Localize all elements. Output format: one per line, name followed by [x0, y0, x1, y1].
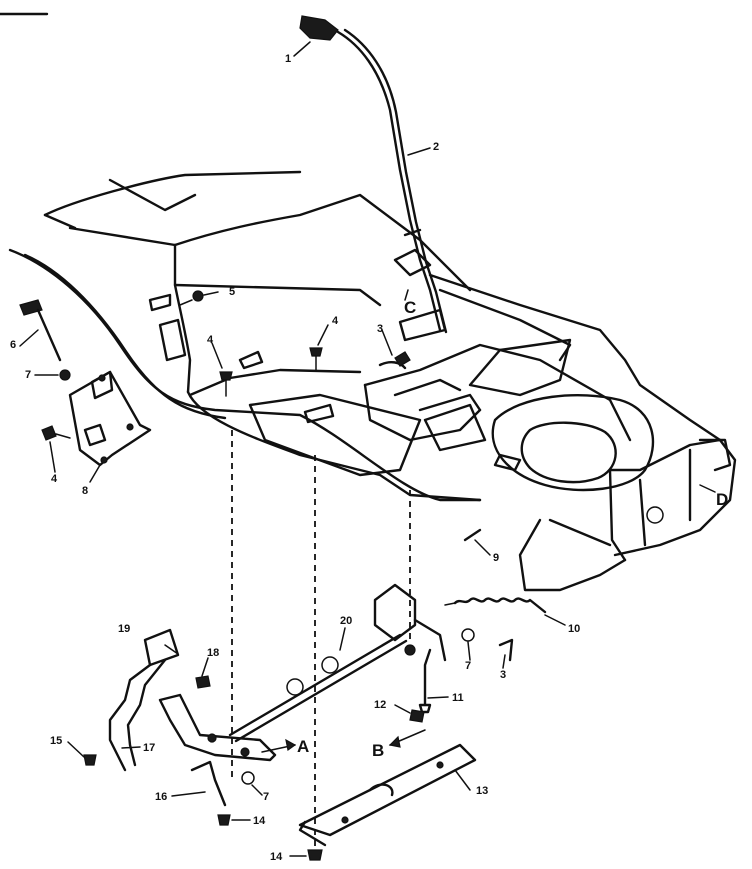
callout-4-bracket: 4: [51, 473, 58, 485]
callout-4-left: 4: [207, 334, 214, 346]
part-14-nut-lower: [307, 849, 323, 861]
part-10-spring: [444, 597, 547, 614]
part-7-washer-lower: [241, 771, 255, 785]
part-14-nut-mid: [217, 814, 231, 826]
part-16-rod: [190, 760, 227, 807]
callout-labels: 1 2 5 4 4 3 6 7 4 8 9 10 20 7 3 11 12 19…: [10, 53, 580, 863]
callout-7-lower: 7: [263, 791, 269, 803]
callout-4-center: 4: [332, 315, 339, 327]
callout-20: 20: [340, 615, 352, 627]
callout-15: 15: [50, 735, 62, 747]
part-7-washer-right: [461, 628, 475, 642]
marker-d: D: [716, 490, 728, 509]
assembly-lines: [231, 430, 411, 850]
callout-3-upper: 3: [377, 323, 383, 335]
callout-18: 18: [207, 647, 219, 659]
part-20-rod: [228, 633, 408, 743]
callout-9: 9: [493, 552, 499, 564]
deck-slots: [148, 293, 335, 424]
callout-14-lower: 14: [270, 851, 283, 863]
part-2-lever-rod: [336, 28, 448, 342]
callout-16: 16: [155, 791, 167, 803]
callout-6: 6: [10, 339, 16, 351]
callout-3-lower: 3: [500, 669, 506, 681]
callout-17: 17: [143, 742, 155, 754]
callout-13: 13: [476, 785, 488, 797]
reference-markers: C D A B: [297, 298, 728, 760]
part-4-screw-left: [219, 371, 233, 397]
fender-deck: [8, 170, 737, 592]
leader-lines: [19, 41, 716, 857]
callout-19: 19: [118, 623, 130, 635]
part-4-screw-center: [309, 347, 323, 371]
part-18-bolt: [195, 675, 211, 689]
callout-7-left: 7: [25, 369, 31, 381]
part-13-plate: [298, 743, 477, 847]
callout-10: 10: [568, 623, 580, 635]
part-5-screw: [179, 290, 204, 306]
part-6-bolt: [19, 299, 62, 362]
part-11-link: [418, 648, 432, 714]
callout-14-mid: 14: [253, 815, 266, 827]
part-9-pin: [463, 528, 482, 542]
part-3-pivot: [378, 351, 411, 370]
callout-5: 5: [229, 286, 235, 298]
part-4-screw-bracket: [41, 425, 71, 441]
part-15-nut: [83, 754, 97, 766]
part-19-pedal: [108, 628, 180, 772]
callout-1: 1: [285, 53, 291, 65]
marker-a: A: [297, 737, 309, 756]
callout-12: 12: [374, 699, 386, 711]
pedal-bracket: [158, 693, 277, 762]
part-1-knob: [299, 15, 339, 41]
callout-11: 11: [452, 692, 464, 704]
upper-bracket: [373, 583, 447, 662]
part-7-washer-left: [59, 369, 71, 381]
part-8-bracket: [68, 370, 152, 467]
callout-2: 2: [433, 141, 439, 153]
marker-b: B: [372, 741, 384, 760]
callout-8: 8: [82, 485, 88, 497]
callout-7-right: 7: [465, 660, 471, 672]
marker-c: C: [404, 298, 416, 317]
part-3-clip-lower: [498, 638, 514, 662]
part-12-nut: [409, 709, 425, 723]
